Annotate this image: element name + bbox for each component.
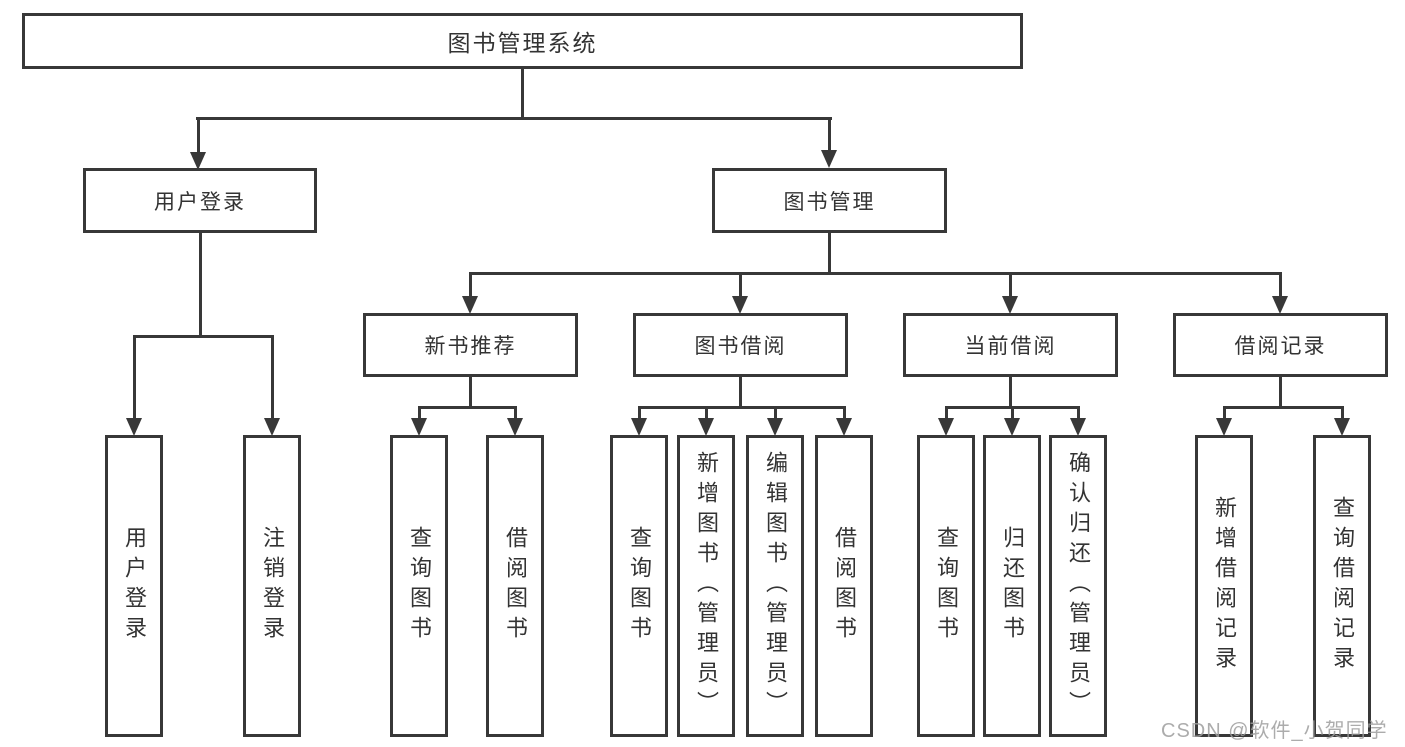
node-query-books-recommend: 查询图书	[390, 435, 448, 737]
connector-line-vertical	[1008, 377, 1012, 407]
connector-line-vertical	[773, 407, 777, 419]
arrow-down-icon	[1216, 418, 1232, 436]
node-borrow-books-action-label: 借阅图书	[832, 526, 857, 646]
node-query-books-current-label: 查询图书	[934, 526, 959, 646]
connector-line-horizontal	[637, 405, 846, 409]
connector-line-vertical	[196, 118, 200, 153]
arrow-down-icon	[190, 152, 206, 170]
arrow-down-icon	[631, 418, 647, 436]
node-user-login-label: 用户登录	[154, 190, 246, 214]
node-root-label: 图书管理系统	[447, 30, 598, 56]
node-borrow-books-recommend: 借阅图书	[486, 435, 544, 737]
arrow-down-icon	[732, 296, 748, 314]
arrow-down-icon	[264, 418, 280, 436]
arrow-down-icon	[836, 418, 852, 436]
connector-line-vertical	[827, 118, 831, 151]
node-add-borrow-record: 新增借阅记录	[1195, 435, 1253, 737]
node-query-books-borrow: 查询图书	[610, 435, 668, 737]
node-user-login: 用户登录	[83, 168, 317, 233]
node-borrow-books-recommend-label: 借阅图书	[503, 526, 528, 646]
node-logout-action-label: 注销登录	[260, 526, 285, 646]
node-query-books-recommend-label: 查询图书	[407, 526, 432, 646]
connector-line-vertical	[520, 69, 524, 118]
arrow-down-icon	[1334, 418, 1350, 436]
node-logout-action: 注销登录	[243, 435, 301, 737]
connector-line-vertical	[417, 407, 421, 419]
node-book-borrow-label: 图书借阅	[694, 335, 787, 358]
node-book-management-label: 图书管理	[783, 190, 876, 214]
connector-line-vertical	[704, 407, 708, 419]
connector-line-vertical	[738, 273, 742, 297]
connector-line-horizontal	[1222, 405, 1344, 409]
node-return-books: 归还图书	[983, 435, 1041, 737]
connector-line-vertical	[468, 273, 472, 297]
node-confirm-return-admin-label: 确认归还（管理员）	[1066, 451, 1091, 721]
connector-line-vertical	[1278, 377, 1282, 407]
arrow-down-icon	[126, 418, 142, 436]
node-new-book-recommend-label: 新书推荐	[424, 335, 517, 358]
connector-line-vertical	[827, 233, 831, 273]
node-current-borrow-label: 当前借阅	[964, 335, 1057, 358]
node-query-borrow-record-label: 查询借阅记录	[1330, 496, 1355, 676]
arrow-down-icon	[1002, 296, 1018, 314]
connector-line-horizontal	[417, 405, 517, 409]
arrow-down-icon	[698, 418, 714, 436]
connector-line-vertical	[270, 336, 274, 419]
node-user-login-action: 用户登录	[105, 435, 163, 737]
node-current-borrow: 当前借阅	[903, 313, 1118, 377]
connector-line-vertical	[738, 377, 742, 407]
connector-line-vertical	[1008, 273, 1012, 297]
node-confirm-return-admin: 确认归还（管理员）	[1049, 435, 1107, 737]
node-borrow-books-action: 借阅图书	[815, 435, 873, 737]
connector-line-vertical	[1010, 407, 1014, 419]
arrow-down-icon	[462, 296, 478, 314]
node-add-books-admin-label: 新增图书（管理员）	[694, 451, 719, 721]
connector-line-horizontal	[132, 334, 274, 338]
connector-line-vertical	[1340, 407, 1344, 419]
connector-line-horizontal	[468, 271, 1282, 275]
node-new-book-recommend: 新书推荐	[363, 313, 578, 377]
node-book-borrow: 图书借阅	[633, 313, 848, 377]
connector-line-vertical	[513, 407, 517, 419]
arrow-down-icon	[821, 150, 837, 168]
node-borrow-records-label: 借阅记录	[1234, 335, 1327, 358]
connector-line-horizontal	[195, 116, 832, 120]
arrow-down-icon	[1004, 418, 1020, 436]
node-return-books-label: 归还图书	[1000, 526, 1025, 646]
node-root: 图书管理系统	[22, 13, 1023, 69]
node-query-books-borrow-label: 查询图书	[627, 526, 652, 646]
node-add-books-admin: 新增图书（管理员）	[677, 435, 735, 737]
csdn-watermark: CSDN @软件_小贺同学	[1161, 720, 1388, 742]
connector-line-vertical	[198, 233, 202, 336]
connector-line-vertical	[637, 407, 641, 419]
node-borrow-records: 借阅记录	[1173, 313, 1388, 377]
connector-line-vertical	[944, 407, 948, 419]
connector-line-vertical	[1076, 407, 1080, 419]
connector-line-vertical	[842, 407, 846, 419]
arrow-down-icon	[1070, 418, 1086, 436]
connector-line-vertical	[1222, 407, 1226, 419]
arrow-down-icon	[938, 418, 954, 436]
arrow-down-icon	[507, 418, 523, 436]
arrow-down-icon	[767, 418, 783, 436]
connector-line-vertical	[1278, 273, 1282, 297]
node-edit-books-admin-label: 编辑图书（管理员）	[763, 451, 788, 721]
connector-line-vertical	[468, 377, 472, 407]
node-book-management: 图书管理	[712, 168, 947, 233]
connector-line-vertical	[132, 336, 136, 419]
node-user-login-action-label: 用户登录	[122, 526, 147, 646]
connector-line-horizontal	[944, 405, 1080, 409]
node-edit-books-admin: 编辑图书（管理员）	[746, 435, 804, 737]
node-add-borrow-record-label: 新增借阅记录	[1212, 496, 1237, 676]
arrow-down-icon	[1272, 296, 1288, 314]
arrow-down-icon	[411, 418, 427, 436]
node-query-borrow-record: 查询借阅记录	[1313, 435, 1371, 737]
node-query-books-current: 查询图书	[917, 435, 975, 737]
